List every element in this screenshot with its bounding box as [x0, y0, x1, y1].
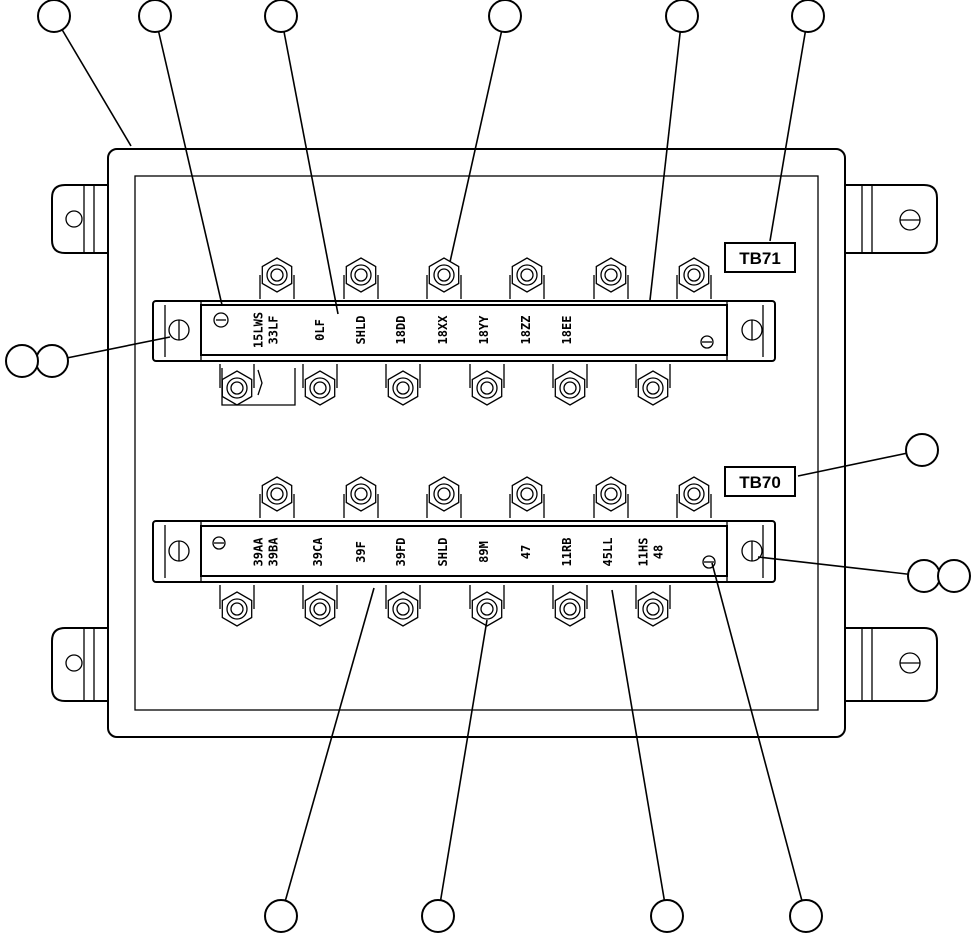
callout-balloon: [937, 559, 971, 593]
tag-tb70: TB70: [724, 466, 796, 497]
wire-lug-nut-icon: [302, 364, 338, 406]
callout-balloon: [611, 589, 684, 933]
wire-lugs-top-row: [259, 257, 712, 299]
terminal-label: 18DD: [394, 316, 408, 345]
wire-lug-nut-icon: [593, 257, 629, 299]
wire-lug-nut-icon: [343, 257, 379, 299]
terminal-label: 15LWS: [252, 312, 266, 348]
terminal-label: SHLD: [354, 316, 368, 345]
terminal-label: 18EE: [560, 316, 574, 345]
callout-balloon: [757, 556, 941, 593]
callout-balloon: [797, 433, 939, 477]
callout-balloon: [35, 336, 171, 378]
wire-lug-nut-icon: [343, 476, 379, 518]
callout-balloon: [5, 344, 39, 378]
svg-text:TB71: TB71: [739, 249, 781, 268]
wire-lug-nut-icon: [676, 257, 712, 299]
callout-balloon: [37, 0, 132, 147]
callout-balloon: [138, 0, 223, 306]
svg-text:TB70: TB70: [739, 473, 781, 492]
wire-lug-nut-icon: [219, 585, 255, 627]
terminal-label: SHLD: [436, 538, 450, 567]
wire-lug-nut-icon: [259, 476, 295, 518]
terminal-label: 18YY: [477, 315, 491, 345]
wire-lug-nut-icon: [385, 364, 421, 406]
strip-screw-icon: [702, 555, 716, 569]
wire-lug-nut-icon: [469, 364, 505, 406]
wire-lug-nut-icon: [302, 585, 338, 627]
terminal-label: 33LF: [267, 316, 281, 345]
enclosure: [107, 148, 846, 738]
wire-lugs-bottom-row: [219, 585, 671, 627]
wire-lug-nut-icon: [676, 476, 712, 518]
wire-lugs-bottom-row: [219, 364, 671, 406]
terminal-label: 0LF: [313, 319, 327, 341]
wire-lug-nut-icon: [469, 585, 505, 627]
terminal-label: 39FD: [394, 538, 408, 567]
strip-screw-icon: [212, 536, 226, 550]
wire-lug-nut-icon: [635, 364, 671, 406]
terminal-label: 39CA: [311, 537, 325, 567]
callout-balloon: [421, 619, 488, 933]
terminal-label: 89M: [477, 541, 491, 563]
wire-lug-nut-icon: [552, 585, 588, 627]
callout-balloon: [264, 0, 339, 315]
terminal-label: 47: [519, 545, 533, 559]
terminal-label: 45LL: [601, 538, 615, 567]
mounting-foot-top-left: [51, 184, 108, 254]
mounting-foot-top-right: [845, 184, 938, 254]
terminal-label: 18XX: [436, 315, 450, 345]
callouts: [5, 0, 971, 933]
wire-lug-nut-icon: [509, 476, 545, 518]
wire-lug-nut-icon: [552, 364, 588, 406]
terminal-label: 39F: [354, 541, 368, 563]
lug-bracket: [221, 368, 296, 406]
callout-balloon: [449, 0, 522, 263]
wire-lug-nut-icon: [426, 476, 462, 518]
wire-lug-nut-icon: [219, 364, 255, 406]
callout-balloon: [264, 587, 375, 933]
strip-screw-icon: [700, 335, 714, 349]
mounting-foot-bottom-left: [51, 627, 108, 702]
terminal-label: 39AA: [252, 537, 266, 567]
strip-screw-icon: [213, 312, 229, 328]
wire-lugs-top-row: [259, 476, 712, 518]
wire-lug-nut-icon: [385, 585, 421, 627]
terminal-label: 11RB: [560, 538, 574, 567]
terminal-label: 18ZZ: [519, 316, 533, 345]
ground-wire: [257, 369, 263, 396]
terminal-label: 11HS: [637, 538, 651, 567]
wire-lug-nut-icon: [635, 585, 671, 627]
terminal-label: 39BA: [267, 537, 281, 567]
callout-balloon: [649, 0, 699, 301]
wire-lug-nut-icon: [426, 257, 462, 299]
callout-balloon: [769, 0, 825, 242]
terminal-label: 48: [652, 545, 666, 559]
callout-balloon: [711, 562, 823, 933]
tag-tb71: TB71: [724, 242, 796, 273]
mounting-foot-bottom-right: [845, 627, 938, 702]
wire-lug-nut-icon: [259, 257, 295, 299]
wire-lug-nut-icon: [593, 476, 629, 518]
wire-lug-nut-icon: [509, 257, 545, 299]
